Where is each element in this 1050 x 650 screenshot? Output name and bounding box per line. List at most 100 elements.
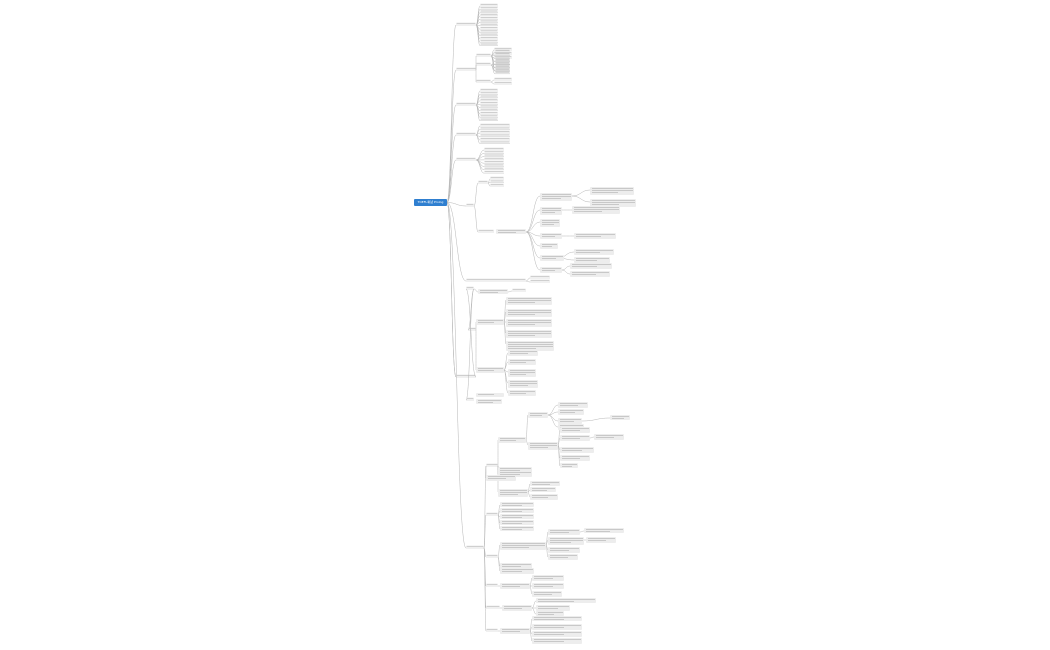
note-box[interactable]	[532, 638, 582, 644]
note-text-line	[541, 256, 563, 257]
note-box[interactable]	[508, 390, 536, 396]
note-box[interactable]	[558, 418, 582, 424]
note-box[interactable]	[560, 427, 590, 433]
note-box[interactable]	[508, 369, 536, 377]
note-box[interactable]	[500, 542, 546, 550]
note-box[interactable]	[560, 455, 590, 461]
note-box[interactable]	[548, 554, 578, 560]
note-text-line	[501, 509, 533, 510]
note-box[interactable]	[508, 380, 538, 388]
branch3-leaf	[480, 98, 498, 100]
branch1-leaf	[480, 36, 498, 38]
note-box[interactable]	[540, 243, 558, 249]
note-box[interactable]	[548, 529, 580, 535]
note-box[interactable]	[502, 605, 532, 611]
note-text-line	[509, 353, 528, 354]
note-box[interactable]	[536, 611, 564, 616]
note-text-line	[591, 190, 633, 191]
note-box[interactable]	[498, 489, 528, 497]
note-box[interactable]	[476, 319, 504, 325]
note-text-line	[531, 495, 557, 496]
note-box[interactable]	[500, 628, 530, 634]
note-box[interactable]	[536, 598, 596, 603]
note-box[interactable]	[570, 271, 610, 277]
note-box[interactable]	[506, 319, 552, 327]
note-box[interactable]	[500, 563, 532, 569]
root-node[interactable]: TOEFL考试 Prolog	[414, 199, 447, 206]
note-box[interactable]	[530, 494, 558, 500]
note-box[interactable]	[486, 475, 516, 481]
note-box[interactable]	[532, 583, 564, 589]
note-box[interactable]	[508, 359, 536, 365]
branch2-sub	[494, 81, 512, 83]
note-box[interactable]	[506, 309, 552, 317]
note-box[interactable]	[532, 624, 582, 630]
note-box[interactable]	[572, 206, 620, 214]
note-box[interactable]	[500, 502, 534, 507]
note-box[interactable]	[500, 520, 534, 525]
note-box[interactable]	[476, 367, 504, 373]
note-box[interactable]	[506, 330, 552, 338]
note-box[interactable]	[500, 526, 534, 531]
note-box[interactable]	[584, 528, 624, 533]
note-box[interactable]	[536, 605, 570, 611]
note-box[interactable]	[560, 435, 590, 441]
note-box[interactable]	[558, 409, 584, 415]
branch7-sub	[486, 554, 498, 556]
note-box[interactable]	[506, 341, 554, 351]
note-text-line	[561, 450, 582, 451]
note-box[interactable]	[500, 514, 534, 519]
note-box[interactable]	[540, 255, 564, 261]
note-box[interactable]	[540, 193, 572, 201]
note-box[interactable]	[498, 467, 532, 473]
note-box[interactable]	[532, 591, 562, 597]
note-box[interactable]	[574, 257, 610, 263]
note-box[interactable]	[530, 487, 556, 492]
note-box[interactable]	[532, 631, 582, 637]
note-box[interactable]	[540, 219, 560, 227]
note-box[interactable]	[540, 207, 562, 215]
note-box[interactable]	[530, 481, 560, 486]
note-box[interactable]	[532, 575, 564, 581]
note-box[interactable]	[574, 233, 616, 239]
note-text-line	[499, 474, 520, 475]
note-box[interactable]	[528, 412, 548, 418]
note-text-line	[561, 438, 580, 439]
note-box[interactable]	[590, 187, 634, 195]
note-box[interactable]	[540, 267, 562, 273]
note-box[interactable]	[528, 442, 558, 450]
note-text-line	[561, 466, 573, 467]
note-box[interactable]	[500, 568, 534, 574]
note-box[interactable]	[500, 583, 530, 589]
note-text-line	[541, 212, 555, 213]
note-box[interactable]	[560, 447, 594, 453]
note-box[interactable]	[558, 402, 588, 408]
note-text-line	[501, 503, 533, 504]
note-box[interactable]	[590, 199, 636, 207]
note-text-line	[499, 472, 531, 473]
note-box[interactable]	[478, 289, 508, 294]
note-box[interactable]	[548, 537, 584, 545]
note-text-line	[499, 492, 527, 493]
connector-line	[497, 556, 501, 572]
note-box[interactable]	[574, 249, 614, 255]
note-box[interactable]	[570, 263, 612, 269]
note-box[interactable]	[498, 471, 532, 477]
note-box[interactable]	[548, 547, 580, 553]
note-text-line	[541, 234, 561, 235]
note-box[interactable]	[594, 434, 624, 440]
note-box[interactable]	[476, 393, 504, 397]
note-box[interactable]	[560, 463, 578, 468]
note-box[interactable]	[540, 233, 562, 239]
note-box[interactable]	[508, 350, 538, 356]
note-box[interactable]	[498, 437, 526, 443]
note-box[interactable]	[506, 297, 552, 305]
note-box[interactable]	[586, 537, 616, 543]
note-box[interactable]	[496, 229, 526, 234]
note-box[interactable]	[500, 508, 534, 513]
note-box[interactable]	[610, 415, 630, 420]
note-box[interactable]	[476, 399, 502, 404]
connector-line	[487, 182, 491, 187]
note-box[interactable]	[532, 616, 582, 621]
note-text-line	[509, 351, 537, 352]
